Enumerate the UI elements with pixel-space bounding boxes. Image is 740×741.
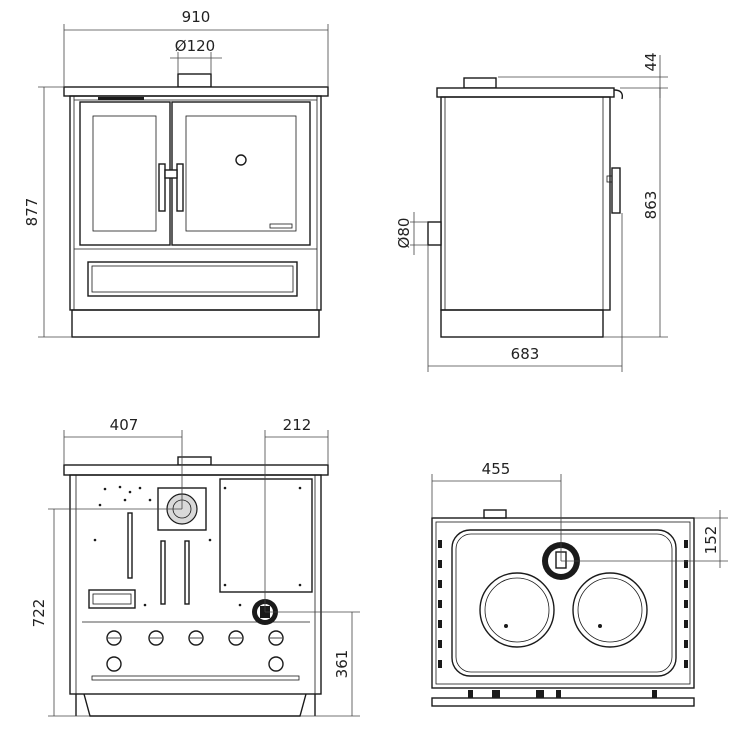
side-body (440, 96, 611, 311)
top-side-vents (438, 540, 688, 668)
back-rivets (93, 485, 302, 607)
back-oven-panel (219, 478, 313, 593)
dim-height-label: 877 (23, 198, 41, 227)
back-rating-plate (88, 589, 136, 609)
right-door (171, 101, 311, 246)
dim-depth-label: 683 (511, 345, 540, 363)
dim-top-flue-x-label: 455 (482, 460, 511, 478)
back-slot (127, 512, 133, 579)
dim-back-outlet-x-label: 212 (283, 416, 312, 434)
front-top-plate (63, 86, 329, 97)
ash-drawer (87, 261, 298, 297)
control-knobs (98, 97, 144, 100)
top-view: 455 152 (431, 460, 728, 707)
brand-plate (269, 223, 293, 229)
top-hob-outline (431, 517, 695, 689)
back-cleaning-holes (106, 630, 284, 672)
back-slot (160, 540, 166, 605)
dim-back-outlet-height-label: 361 (333, 650, 351, 679)
door-latch (164, 169, 178, 179)
dim-top-offset-label: 44 (642, 52, 660, 71)
dim-back-flue-height-label: 722 (30, 599, 48, 628)
top-rail-knobs (468, 690, 657, 698)
thermometer (235, 154, 247, 166)
back-flue-pipe (177, 456, 212, 466)
side-plinth (440, 309, 604, 338)
side-view: 44 863 Ø80 683 (395, 52, 668, 372)
left-door-handle (158, 163, 166, 212)
dim-side-flue-label: Ø80 (395, 218, 413, 249)
cooking-ring-right (572, 572, 648, 648)
dim-back-flue-x-label: 407 (110, 416, 139, 434)
back-view: 407 212 722 361 (30, 416, 360, 717)
back-top-plate (63, 464, 329, 476)
side-rail-knob (613, 89, 624, 100)
top-front-rail (431, 697, 695, 707)
dim-width-label: 910 (182, 8, 211, 26)
front-view: 910 Ø120 877 (23, 8, 329, 338)
left-door-glass (92, 115, 157, 232)
right-door-handle (176, 163, 184, 212)
side-handle (611, 167, 621, 214)
side-top-plate (436, 87, 615, 98)
hotplate (451, 529, 677, 677)
cooking-ring-left (479, 572, 555, 648)
front-plinth (71, 309, 320, 338)
side-rear-flue (427, 221, 442, 246)
dim-flue-label: Ø120 (175, 37, 215, 55)
side-flue-pipe (463, 77, 497, 89)
top-flue-pipe (483, 509, 507, 519)
front-flue-pipe (177, 73, 212, 88)
dim-top-flue-y-label: 152 (702, 526, 720, 555)
front-body (69, 95, 322, 311)
right-door-glass (185, 115, 297, 232)
left-door (79, 101, 171, 246)
back-slot (184, 540, 190, 605)
dim-side-height-label: 863 (642, 191, 660, 220)
back-base (75, 693, 316, 717)
